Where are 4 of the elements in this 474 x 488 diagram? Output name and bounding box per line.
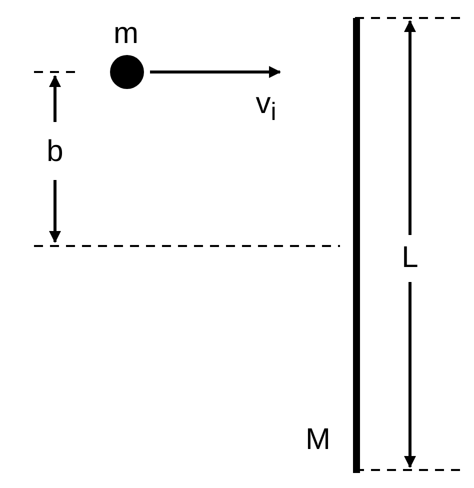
mass-label: M [306,425,330,455]
rod [353,18,360,473]
mass-label: m [114,19,138,49]
ball [110,55,144,89]
